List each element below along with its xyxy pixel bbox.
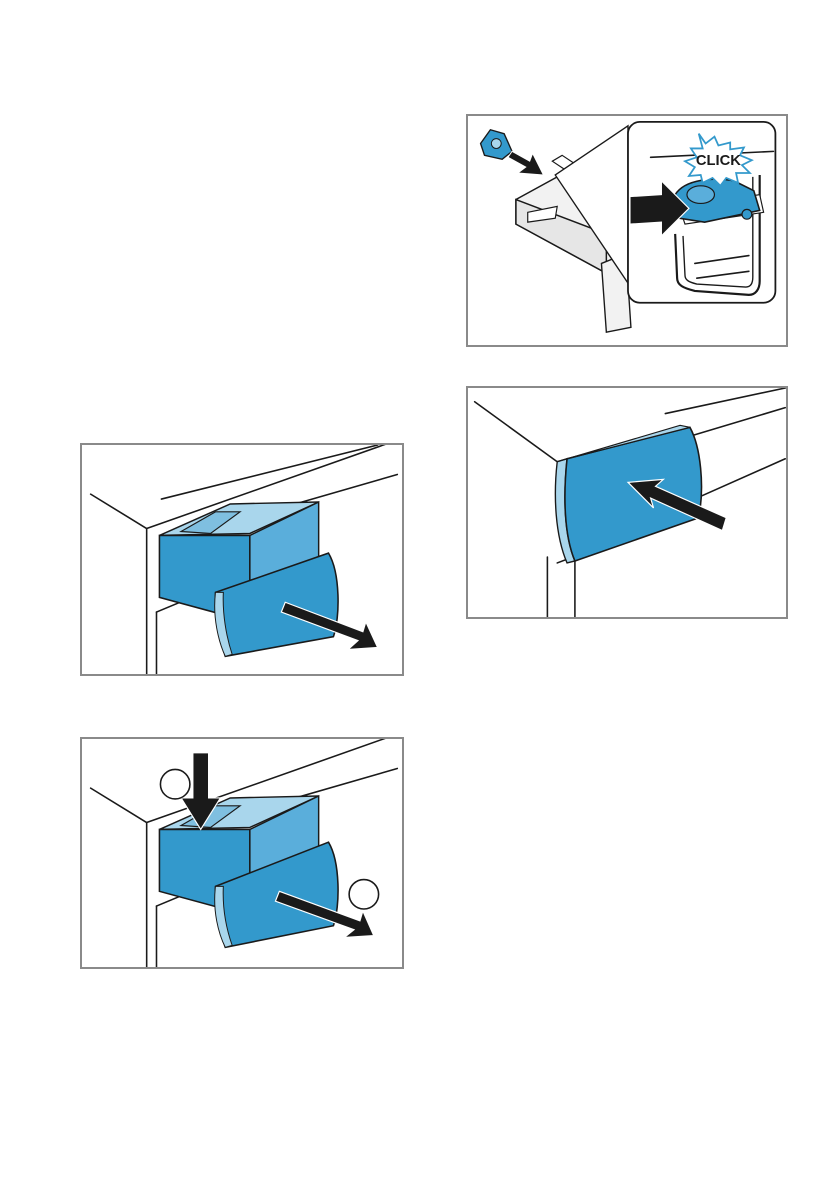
push-drawer-figure (466, 386, 788, 619)
step-marker-1 (160, 769, 189, 798)
click-label: CLICK (696, 153, 741, 169)
step-marker-2 (349, 880, 378, 909)
press-and-pull-figure (80, 737, 404, 969)
press-lever-and-pull-drawer-icon (82, 739, 402, 967)
pull-out-drawer-icon (82, 445, 402, 674)
attach-insert-figure: CLICK (466, 114, 788, 347)
attach-liquid-insert-icon: CLICK (468, 116, 786, 345)
pull-drawer-figure (80, 443, 404, 676)
push-in-drawer-icon (468, 388, 786, 617)
